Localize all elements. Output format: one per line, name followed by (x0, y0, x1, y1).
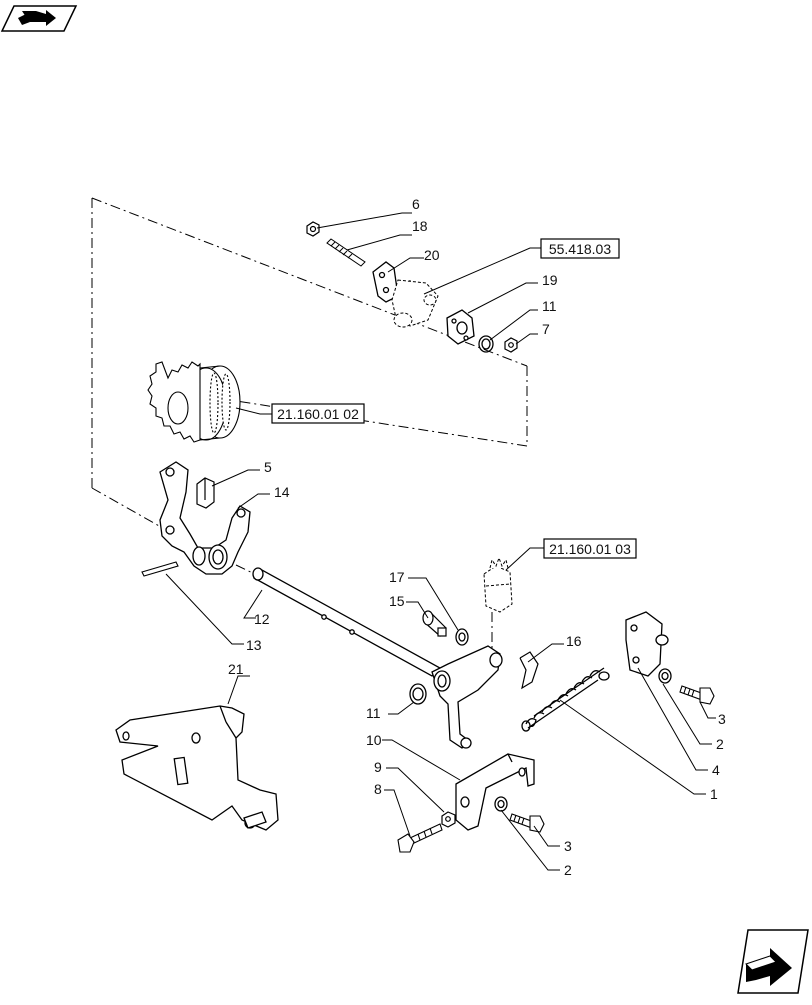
spring-part-1 (521, 667, 610, 732)
pin-part-13 (141, 561, 179, 577)
washer-part-2-lower (494, 796, 508, 812)
support-bracket-part-21 (115, 705, 279, 831)
reference-label-21-160-01-03: 21.160.01 03 (549, 541, 631, 557)
reference-box-21-160-01-02[interactable]: 21.160.01 02 (271, 403, 365, 424)
callout-9: 9 (374, 759, 382, 775)
callout-3-right: 3 (718, 711, 726, 727)
cover-21-160-01-03 (483, 556, 513, 613)
shift-lever (431, 645, 503, 749)
shoe-part-5 (196, 477, 215, 509)
callout-numbers: 6 18 20 19 11 7 5 14 12 13 17 15 16 21 1… (228, 196, 726, 878)
assembly-boundary-line (91, 197, 528, 650)
bolt-part-8 (397, 823, 443, 853)
shift-fork-part-14 (159, 461, 251, 575)
callout-20: 20 (424, 247, 440, 263)
reference-label-21-160-01-02: 21.160.01 02 (277, 406, 359, 422)
callout-13: 13 (246, 637, 262, 653)
nut-part-6 (306, 221, 320, 237)
reference-box-21-160-01-03[interactable]: 21.160.01 03 (543, 538, 637, 559)
bolt-part-3-right (679, 685, 715, 705)
callout-1: 1 (710, 786, 718, 802)
reference-box-55-418-03[interactable]: 55.418.03 (540, 238, 620, 259)
plate-part-4 (625, 611, 669, 677)
ring-part-11-top (478, 335, 494, 353)
callout-2-lower: 2 (564, 862, 572, 878)
plate-part-20 (372, 261, 399, 303)
gear-21-160-01-02 (147, 361, 241, 443)
callout-4: 4 (712, 762, 720, 778)
callout-12: 12 (254, 611, 270, 627)
ring-part-11-lower (409, 683, 427, 705)
callout-10: 10 (366, 732, 382, 748)
callout-18: 18 (412, 218, 428, 234)
callout-6: 6 (412, 196, 420, 212)
plate-part-19 (446, 309, 475, 345)
washer-part-2-right (658, 668, 672, 684)
nut-part-7 (504, 337, 518, 353)
bracket-55-418-03 (391, 279, 439, 328)
callout-11-lower: 11 (366, 705, 381, 721)
previous-page-arrow-icon[interactable] (0, 5, 78, 32)
stud-part-18 (326, 238, 366, 267)
callout-5: 5 (264, 459, 272, 475)
clip-part-16 (519, 651, 539, 690)
callout-11-top: 11 (542, 298, 557, 314)
ring-part-17 (455, 628, 469, 646)
shift-rod-part-12 (252, 567, 442, 677)
callout-7: 7 (542, 321, 550, 337)
bolt-part-3-lower (509, 813, 545, 833)
nut-part-9 (441, 811, 456, 828)
callout-17: 17 (389, 569, 405, 585)
callout-21: 21 (228, 661, 244, 677)
callout-8: 8 (374, 781, 382, 797)
callout-2-right: 2 (716, 736, 724, 752)
bracket-part-10 (455, 753, 535, 831)
callout-19: 19 (542, 272, 558, 288)
leader-lines (165, 212, 716, 871)
callout-14: 14 (274, 484, 290, 500)
callout-15: 15 (389, 593, 405, 609)
reference-label-55-418-03: 55.418.03 (549, 241, 611, 257)
next-page-arrow-icon[interactable] (737, 929, 809, 994)
callout-16: 16 (566, 633, 582, 649)
callout-3-lower: 3 (564, 838, 572, 854)
